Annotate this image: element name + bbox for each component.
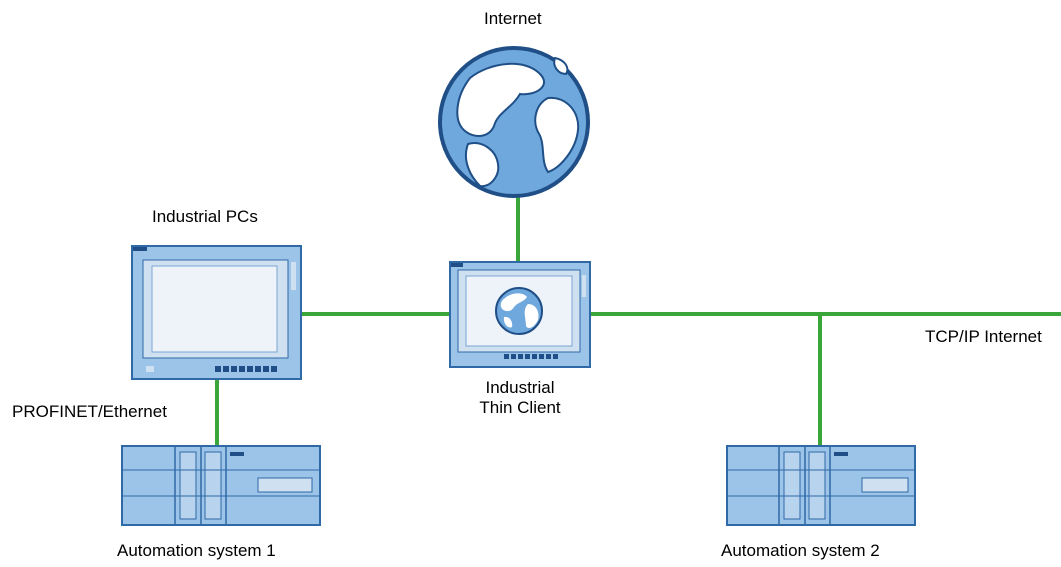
plc-icon [121, 445, 321, 526]
thin-client-icon [449, 261, 591, 368]
network-links [215, 196, 1061, 446]
globe-icon [438, 46, 590, 198]
thin-client-label-line1: Industrial [485, 378, 555, 397]
tcpip-label: TCP/IP Internet [925, 327, 1042, 346]
industrial-pc-icon [131, 245, 302, 380]
profinet-label: PROFINET/Ethernet [12, 402, 167, 421]
thin-client-label: Industrial Thin Client [460, 378, 580, 418]
internet-label: Internet [484, 9, 542, 28]
plc-icon [726, 445, 916, 526]
thin-client-label-line2: Thin Client [479, 398, 561, 417]
industrial-pcs-label: Industrial PCs [152, 207, 258, 226]
automation1-label: Automation system 1 [117, 541, 276, 560]
automation2-label: Automation system 2 [721, 541, 880, 560]
